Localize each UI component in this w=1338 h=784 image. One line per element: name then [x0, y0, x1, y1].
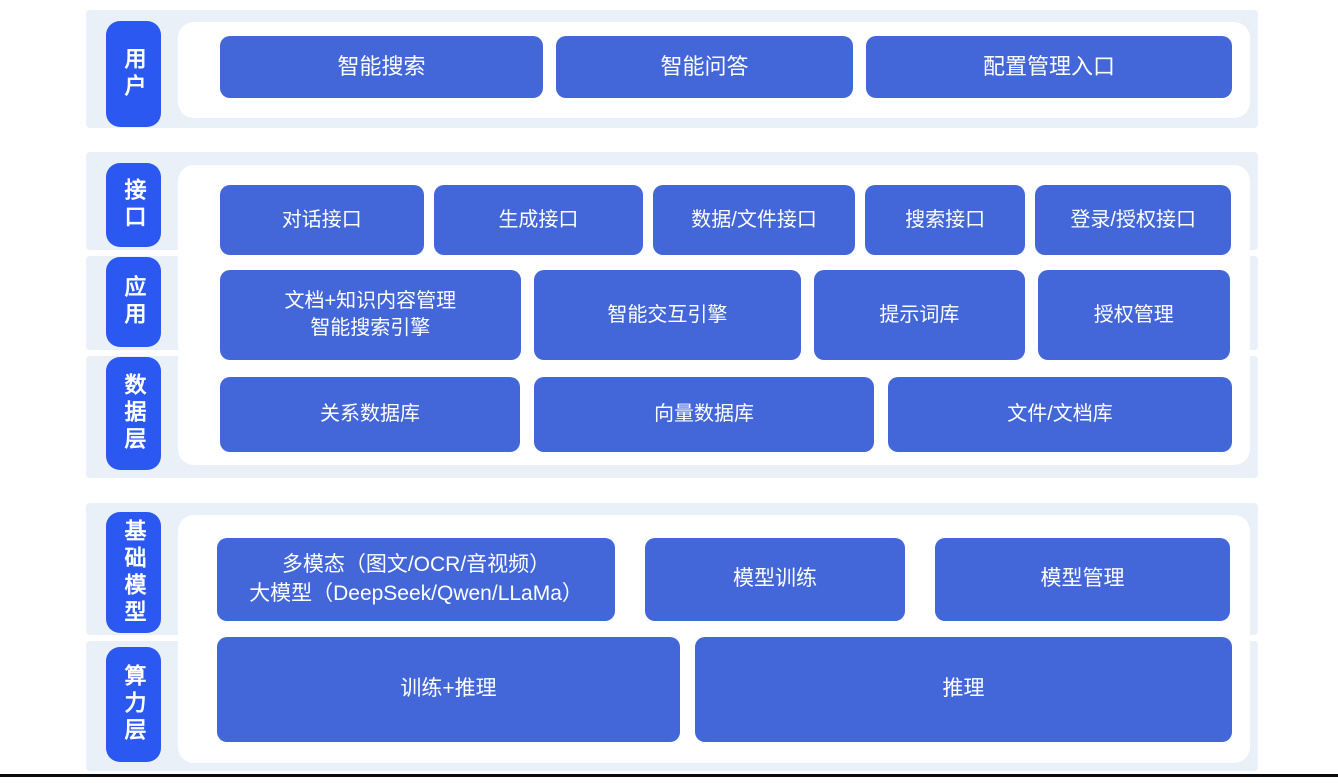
- box-prompt-library: 提示词库: [814, 270, 1025, 360]
- label-data-layer: 数据层: [106, 357, 161, 470]
- row-data-boxes: 关系数据库 向量数据库 文件/文档库: [220, 377, 1232, 452]
- box-doc-knowledge-search-engine: 文档+知识内容管理 智能搜索引擎: [220, 270, 521, 360]
- box-inference: 推理: [695, 637, 1232, 742]
- label-user: 用户: [106, 21, 161, 127]
- box-label-line2: 智能搜索引擎: [310, 317, 431, 339]
- box-label: 智能搜索: [337, 54, 426, 80]
- box-vector-db: 向量数据库: [534, 377, 874, 452]
- box-interaction-engine: 智能交互引擎: [533, 270, 802, 360]
- box-data-file-api: 数据/文件接口: [653, 185, 855, 255]
- label-interface: 接口: [106, 163, 161, 247]
- row-foundation-model-boxes: 多模态（图文/OCR/音视频） 大模型（DeepSeek/Qwen/LLaMa）…: [217, 538, 1230, 621]
- row-user-boxes: 智能搜索 智能问答 配置管理入口: [220, 36, 1232, 98]
- row-application-boxes: 文档+知识内容管理 智能搜索引擎 智能交互引擎 提示词库 授权管理: [220, 270, 1230, 360]
- box-label: 模型管理: [1040, 567, 1125, 591]
- box-label-line1: 文档+知识内容管理: [284, 290, 457, 312]
- box-generation-api: 生成接口: [433, 185, 644, 255]
- box-model-management: 模型管理: [935, 538, 1230, 621]
- box-label: 关系数据库: [320, 403, 420, 425]
- box-file-doc-store: 文件/文档库: [888, 377, 1232, 452]
- box-label: 向量数据库: [654, 403, 754, 425]
- box-label: 模型训练: [733, 567, 817, 591]
- row-interface-boxes: 对话接口 生成接口 数据/文件接口 搜索接口 登录/授权接口: [220, 185, 1231, 255]
- label-compute-layer-text: 算力层: [121, 664, 147, 745]
- box-label: 对话接口: [281, 208, 362, 231]
- box-label: 智能问答: [660, 54, 749, 80]
- box-login-auth-api: 登录/授权接口: [1035, 185, 1231, 255]
- box-config-management-entry: 配置管理入口: [866, 36, 1232, 98]
- box-model-training: 模型训练: [645, 538, 905, 621]
- bottom-border-line: [0, 774, 1338, 777]
- label-data-layer-text: 数据层: [121, 373, 147, 454]
- row-compute-boxes: 训练+推理 推理: [217, 637, 1232, 742]
- label-application: 应用: [106, 257, 161, 347]
- box-smart-search: 智能搜索: [220, 36, 543, 98]
- box-search-api: 搜索接口: [864, 185, 1026, 255]
- label-foundation-model: 基础模型: [106, 512, 161, 633]
- box-smart-qa: 智能问答: [556, 36, 853, 98]
- box-label: 训练+推理: [400, 677, 497, 701]
- box-label: 推理: [942, 677, 985, 701]
- box-label: 提示词库: [879, 303, 960, 326]
- box-label-line2: 大模型（DeepSeek/Qwen/LLaMa）: [249, 581, 583, 605]
- box-label: 配置管理入口: [982, 54, 1115, 80]
- box-auth-management: 授权管理: [1037, 270, 1230, 360]
- box-chat-api: 对话接口: [220, 185, 424, 255]
- box-multimodal-llm: 多模态（图文/OCR/音视频） 大模型（DeepSeek/Qwen/LLaMa）: [217, 538, 615, 621]
- label-interface-text: 接口: [121, 178, 147, 232]
- box-label: 搜索接口: [905, 208, 986, 231]
- box-training-inference: 训练+推理: [217, 637, 680, 742]
- box-relational-db: 关系数据库: [220, 377, 520, 452]
- box-label: 智能交互引擎: [607, 303, 728, 326]
- box-label: 登录/授权接口: [1070, 208, 1196, 231]
- box-label: 生成接口: [498, 208, 579, 231]
- label-user-text: 用户: [121, 47, 147, 101]
- label-compute-layer: 算力层: [106, 647, 161, 762]
- box-label-line1: 多模态（图文/OCR/音视频）: [281, 553, 551, 577]
- label-foundation-model-text: 基础模型: [121, 518, 147, 627]
- label-application-text: 应用: [121, 275, 147, 329]
- box-label: 数据/文件接口: [691, 208, 817, 231]
- box-label: 文件/文档库: [1007, 403, 1113, 425]
- box-label: 授权管理: [1093, 303, 1174, 326]
